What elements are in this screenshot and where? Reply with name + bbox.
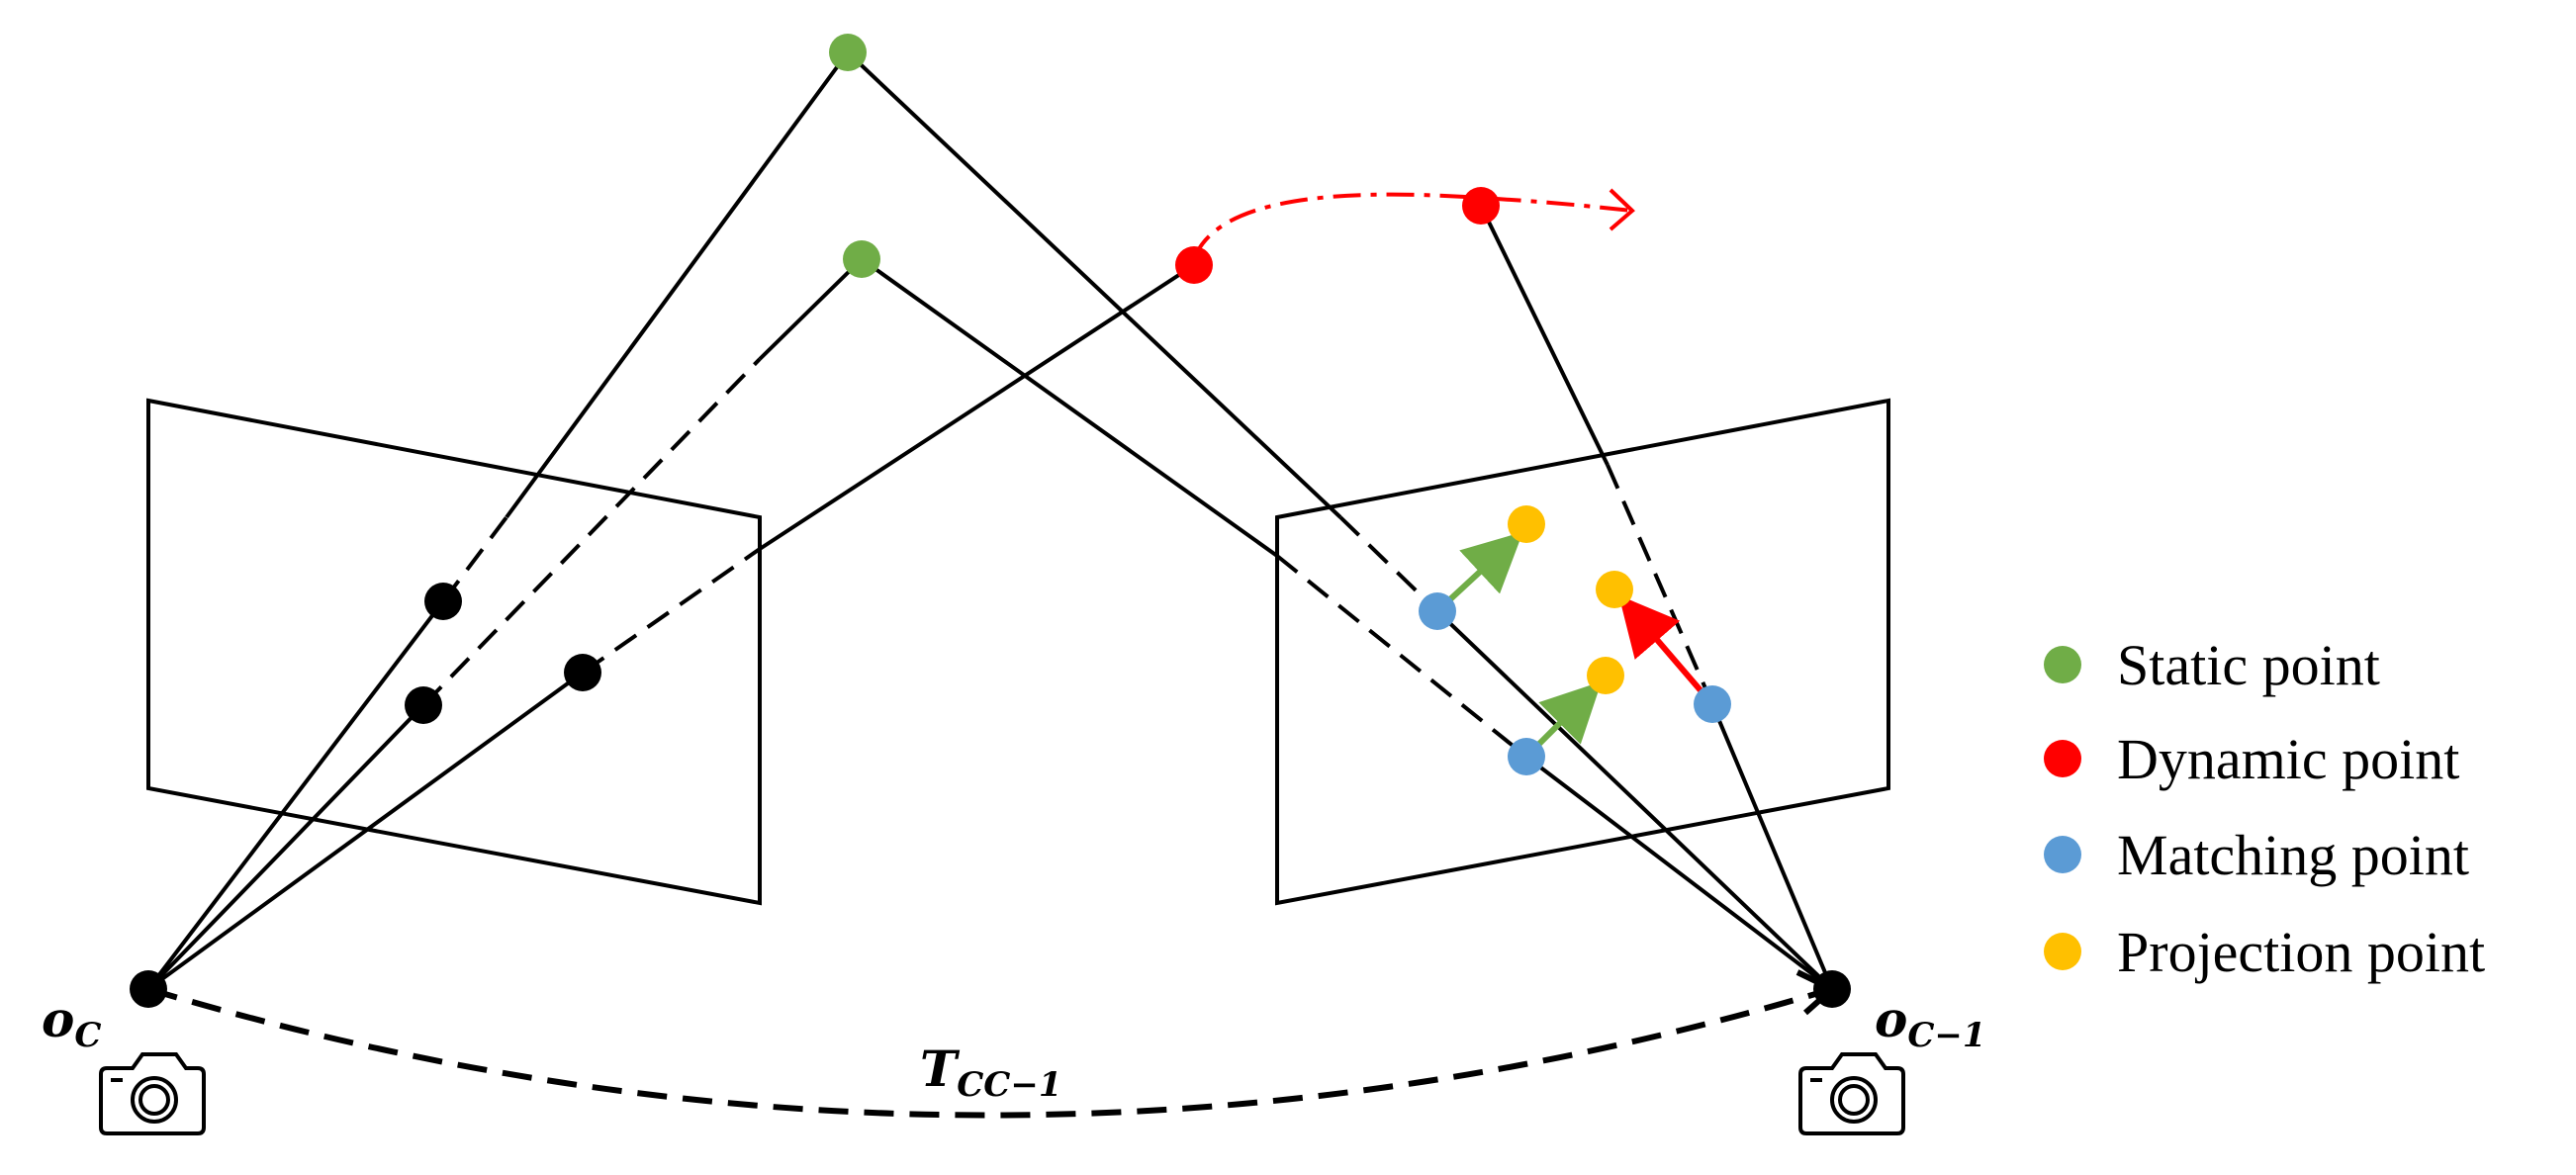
dynamic-point <box>1462 187 1500 225</box>
static-point <box>829 34 867 71</box>
legend-label: Dynamic point <box>2117 727 2459 791</box>
camera-icon <box>99 1052 206 1135</box>
legend-label: Matching point <box>2117 823 2469 887</box>
rays-left-camera <box>146 50 1196 991</box>
projection-point <box>1596 571 1633 608</box>
legend: Static point Dynamic point Matching poin… <box>2044 633 2485 984</box>
dynamic-mismatch-arrow <box>1618 594 1715 706</box>
legend-item-dynamic: Dynamic point <box>2044 727 2459 791</box>
matching-point <box>1508 738 1545 775</box>
transform-label: TCC−1 <box>920 1039 1062 1105</box>
image-point-left <box>564 654 601 691</box>
camera-center-previous <box>1813 970 1851 1008</box>
image-plane-left <box>146 398 762 906</box>
origin-current-label: oC <box>42 990 101 1055</box>
projection-point <box>1587 657 1624 694</box>
matching-point <box>1694 685 1731 723</box>
matching-point <box>1419 592 1456 630</box>
legend-item-matching: Matching point <box>2044 823 2469 887</box>
image-plane-right <box>1275 398 1890 906</box>
static-point <box>843 240 880 278</box>
origin-previous-label: oC−1 <box>1875 990 1986 1055</box>
dynamic-point <box>1175 246 1213 284</box>
rays-right-camera <box>846 50 1834 991</box>
dynamic-motion-path <box>1192 192 1633 260</box>
dynamic-motion-arrowhead <box>1609 188 1635 231</box>
projection-point <box>1508 505 1545 543</box>
legend-label: Static point <box>2117 633 2380 697</box>
camera-icon <box>1798 1052 1905 1135</box>
camera-center-current <box>130 970 167 1008</box>
legend-swatch <box>2044 933 2081 970</box>
legend-label: Projection point <box>2117 920 2485 984</box>
legend-swatch <box>2044 836 2081 873</box>
legend-item-projection: Projection point <box>2044 920 2485 984</box>
legend-swatch <box>2044 740 2081 777</box>
image-point-left <box>405 686 442 724</box>
image-point-left <box>424 583 462 620</box>
legend-swatch <box>2044 646 2081 683</box>
legend-item-static: Static point <box>2044 633 2380 697</box>
